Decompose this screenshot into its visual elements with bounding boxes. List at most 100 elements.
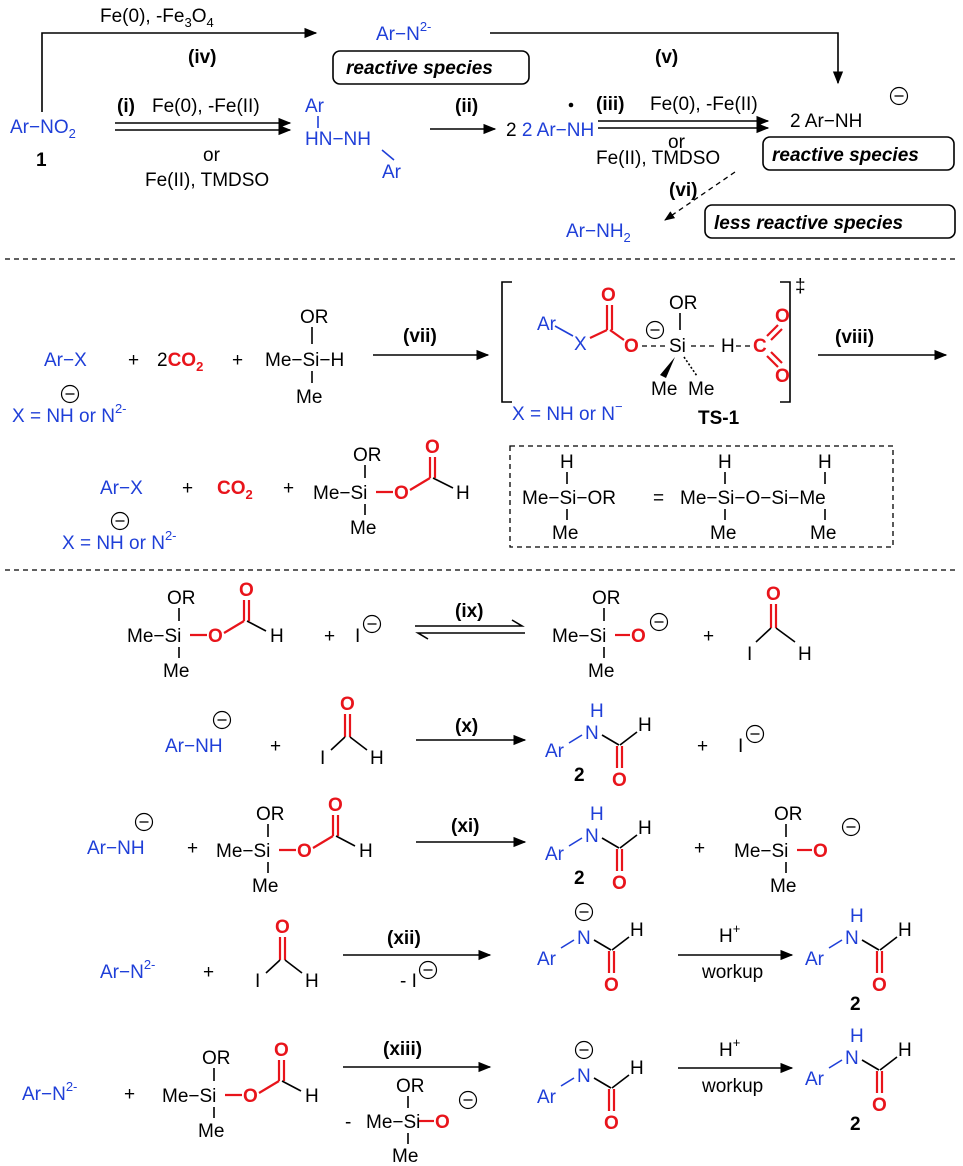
xii-prod-n-ar <box>828 939 843 949</box>
ix-or: OR <box>167 588 196 609</box>
xii-prod-c-h <box>879 936 898 951</box>
xiii-prod-c-h <box>879 1056 898 1071</box>
silane-me-bottom: Me <box>296 387 322 408</box>
xii-int-n-c <box>593 939 612 951</box>
xii-prod-n-c <box>861 939 880 951</box>
formyl-silane-me-bottom: Me <box>350 518 376 539</box>
xii-hplus: H+ <box>719 921 740 947</box>
xii-prod-ar: Ar <box>805 949 825 970</box>
ts-bond-c-o <box>609 329 625 341</box>
ar-no2: Ar−NO2 <box>10 117 76 141</box>
x-formyl-c-h <box>349 736 368 751</box>
hydrazo-ar-top: Ar <box>305 96 325 117</box>
step-i-fe2: Fe(II), TMDSO <box>145 170 269 191</box>
ts-me-1: Me <box>651 379 677 400</box>
xiii-c-h <box>281 1080 302 1092</box>
xi-prod-me-si: Me−Si <box>734 841 788 862</box>
radical-dot <box>568 102 574 108</box>
minus-charge-icon <box>649 612 669 632</box>
ix-me-bottom: Me <box>163 661 189 682</box>
x-ar-nh: Ar−NH <box>165 736 223 757</box>
definition-box <box>509 445 894 548</box>
xii-formyl-o: O <box>275 917 290 938</box>
xiii-lg-me-si: Me−Si <box>366 1112 420 1133</box>
minus-charge-icon <box>362 614 382 634</box>
step-ix-label: (ix) <box>455 601 484 622</box>
arrow-iv <box>41 27 318 112</box>
plus-2: + <box>232 350 243 371</box>
ix-plus-2: + <box>703 626 714 647</box>
minus-charge-icon <box>574 1040 594 1060</box>
box-h-2: H <box>718 452 732 473</box>
reactive-species-box-2 <box>762 136 955 171</box>
xi-prod-n-ar <box>568 837 583 847</box>
xiii-int-n-ar <box>560 1077 575 1087</box>
less-reactive-species-box <box>704 204 956 239</box>
xi-o-c <box>312 835 334 849</box>
xiii-lg-me: Me <box>392 1146 418 1166</box>
ix-iodide: I <box>355 626 360 647</box>
plus-1: + <box>128 350 139 371</box>
xi-o-top: O <box>328 795 343 816</box>
box-me-si-or: Me−Si−OR <box>522 488 616 509</box>
xiii-prod-o: O <box>872 1095 887 1116</box>
box-me-1: Me <box>552 523 578 544</box>
xiii-h: H <box>305 1086 319 1107</box>
xiii-lg-o: O <box>435 1112 450 1133</box>
x-prod-n: N <box>585 723 599 744</box>
ts-bond-x-c <box>589 329 608 339</box>
xiii-prod-ar: Ar <box>805 1069 825 1090</box>
ts-co2-down-1 <box>766 355 779 368</box>
reactive-species-label-2: reactive species <box>772 145 919 166</box>
xi-prod-c-h <box>619 834 638 849</box>
label-fe3o4: Fe(0), -Fe3O4 <box>100 6 214 30</box>
xi-plus-2: + <box>694 838 705 859</box>
xii-prod-n: N <box>845 928 859 949</box>
less-reactive-species-label: less reactive species <box>714 213 903 234</box>
top-section: Fe(0), -Fe3O4 (iv) Ar−N2- reactive speci… <box>10 6 956 245</box>
x-prod-n-ar <box>568 734 583 744</box>
ix-formyl-o: O <box>766 584 781 605</box>
ix-prod-or: OR <box>592 588 621 609</box>
xii-formyl-c-h <box>284 959 303 974</box>
xi-ar-nh: Ar−NH <box>87 838 145 859</box>
xii-int-n: N <box>577 928 591 949</box>
ts-si: Si <box>669 336 686 357</box>
xiii-prod-n-ar <box>828 1059 843 1069</box>
formyl-silane-o-c <box>409 477 431 491</box>
ix-o-c <box>223 620 245 634</box>
x-prod-c-h <box>619 731 638 746</box>
ts-dagger: ‡ <box>795 276 806 297</box>
ts-bond-ar-x <box>554 325 574 337</box>
step-iii-label: (iii) <box>596 94 625 115</box>
xiii-lg-or: OR <box>396 1076 425 1097</box>
box-h-3: H <box>818 452 832 473</box>
xiii-prod-h2: H <box>898 1040 912 1061</box>
ix-prod-me-si: Me−Si <box>552 626 606 647</box>
x-formyl-h: H <box>370 748 384 769</box>
x-definition-ts: X = NH or N− <box>512 399 623 425</box>
ts-hash <box>683 356 698 377</box>
ar-x-1: Ar−X <box>44 350 87 371</box>
xi-prod-n-c <box>601 837 620 849</box>
step-iii-fe: Fe(0), -Fe(II) <box>650 94 758 115</box>
ix-prod-me: Me <box>588 661 614 682</box>
ts-co2-up-2 <box>770 328 783 341</box>
hydrazo-hn-nh: HN−NH <box>305 129 371 150</box>
xiii-int-n: N <box>577 1066 591 1087</box>
step-i-fe: Fe(0), -Fe(II) <box>152 96 260 117</box>
x-prod-label-2: 2 <box>574 765 585 786</box>
step-x-label: (x) <box>455 716 478 737</box>
box-siloxane: Me−Si−O−Si−Me <box>680 488 826 509</box>
xiii-int-c-h <box>611 1074 630 1089</box>
minus-charge-icon <box>134 812 154 832</box>
ts-wedge <box>660 357 675 378</box>
xi-prod-ar: Ar <box>545 844 565 865</box>
step-iii-or: or <box>668 132 686 153</box>
xiii-ar-n2: Ar−N2- <box>22 1079 77 1105</box>
xii-workup: workup <box>701 962 763 983</box>
formyl-silane-or: OR <box>353 445 382 466</box>
xiii-prod-n: N <box>845 1048 859 1069</box>
minus-charge-icon <box>212 710 232 730</box>
